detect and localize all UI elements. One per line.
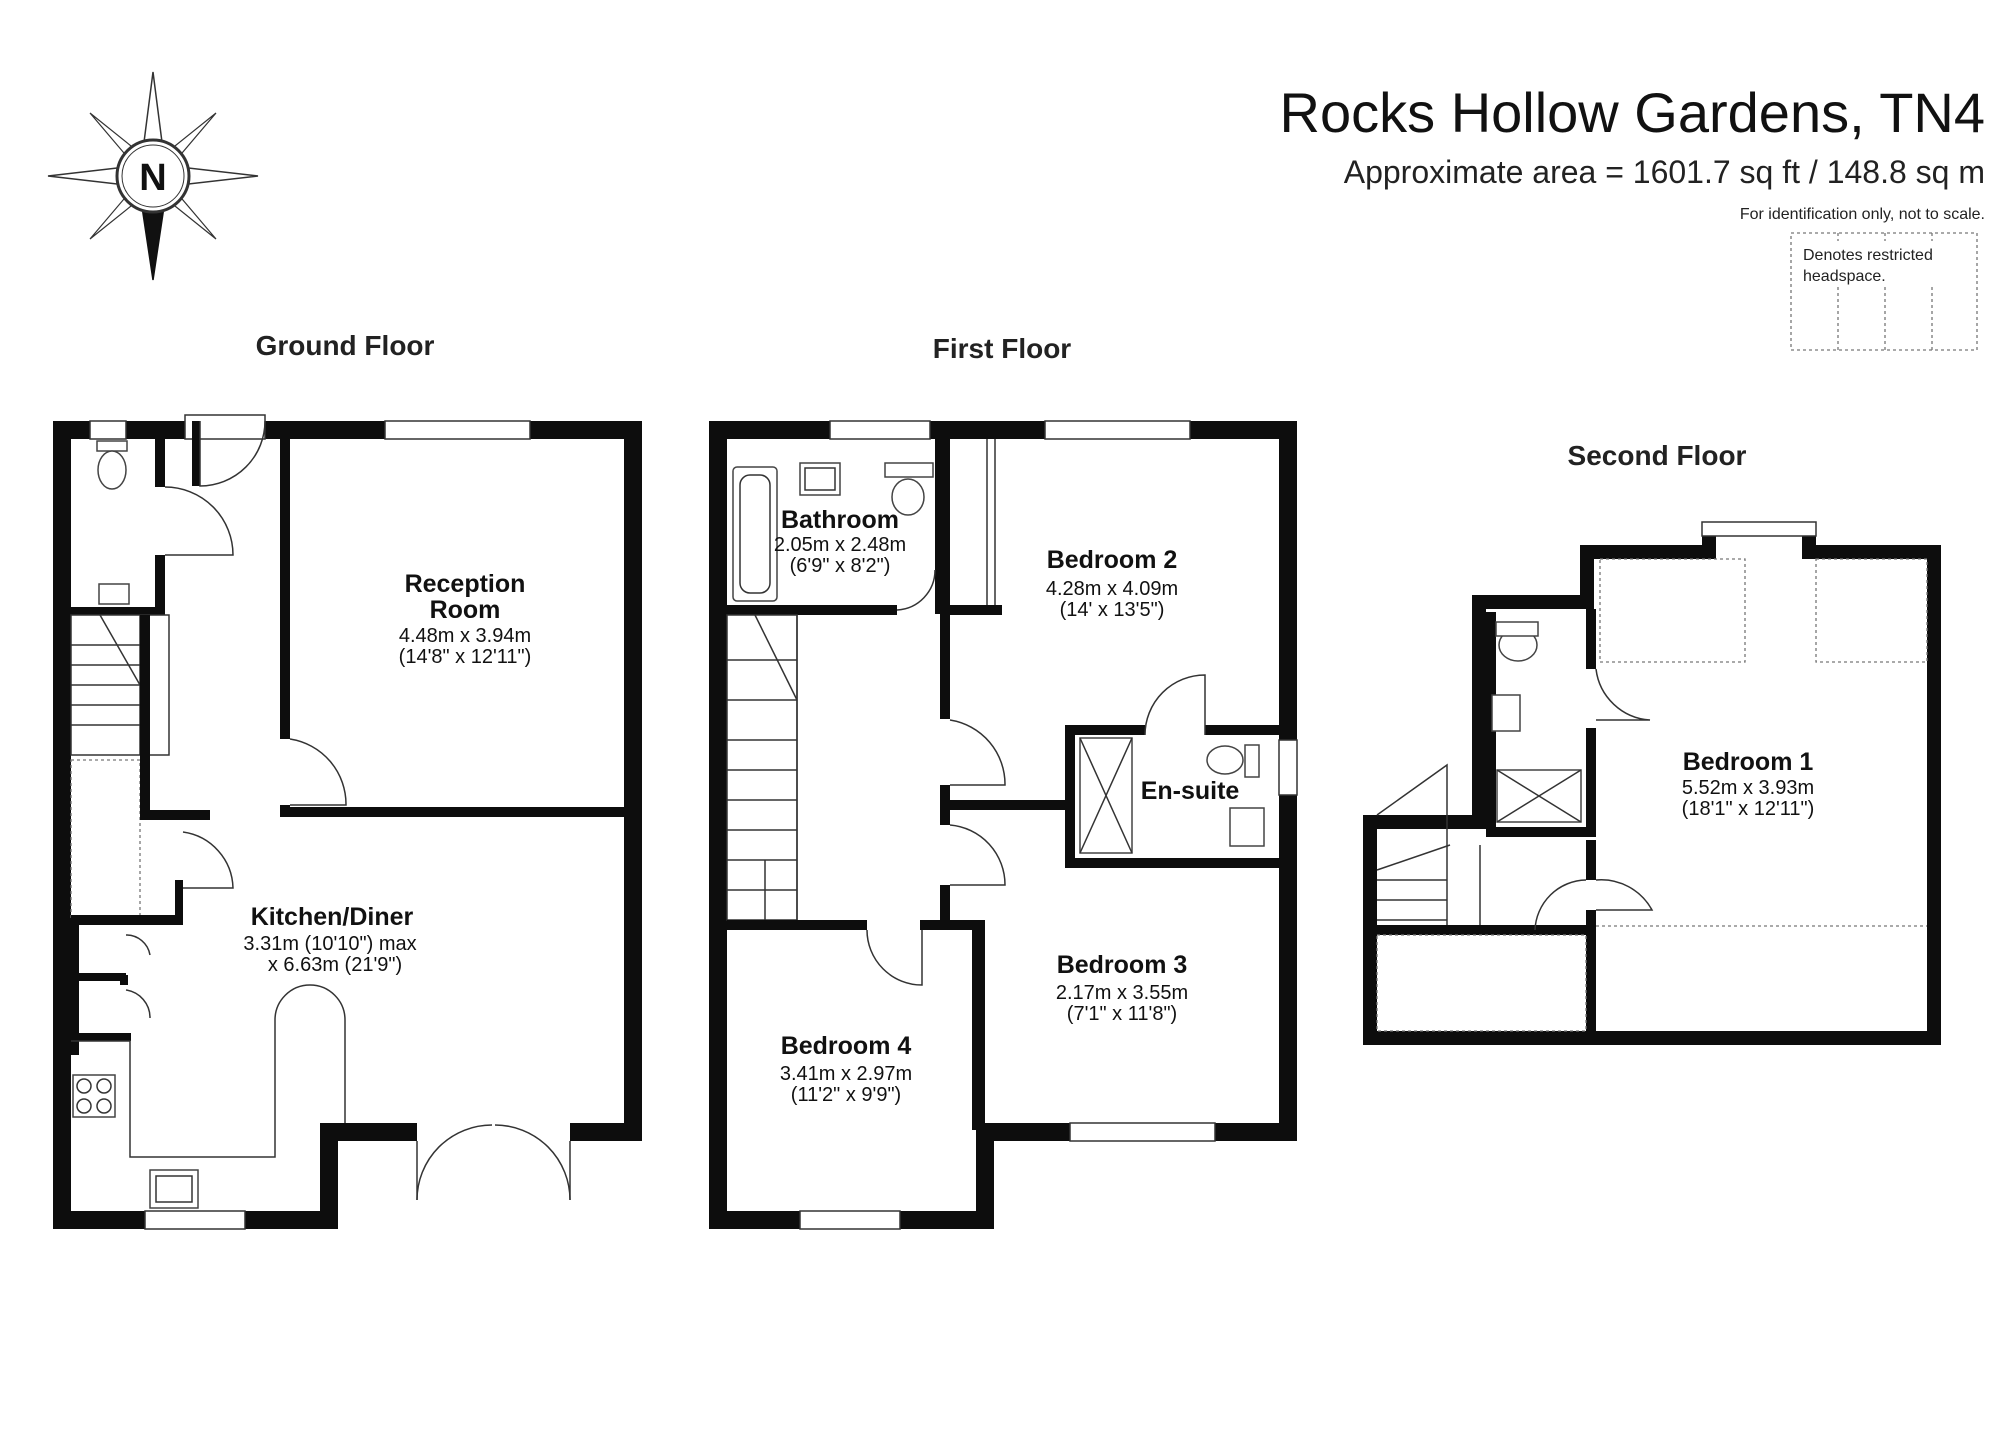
- first-floor-stairs: [726, 614, 798, 921]
- bedroom-3-name: Bedroom 3: [1057, 951, 1188, 979]
- reception-room-dimensions-imperial: (14'8" x 12'11"): [399, 646, 532, 668]
- bathroom-name: Bathroom: [781, 506, 899, 534]
- bedroom-2-dimensions-imperial: (14' x 13'5"): [1060, 599, 1165, 621]
- compass-rose-icon: N: [47, 71, 259, 281]
- bathroom-dimensions-metric: 2.05m x 2.48m: [774, 534, 906, 556]
- bedroom-3-dimensions-metric: 2.17m x 3.55m: [1056, 982, 1188, 1004]
- compass-north-label: N: [139, 157, 166, 199]
- restricted-headspace-legend: Denotes restricted headspace.: [1790, 232, 1978, 351]
- reception-room-dimensions-metric: 4.48m x 3.94m: [399, 625, 531, 647]
- first-floor-plan: First Floor: [709, 333, 1298, 1230]
- ground-floor-title: Ground Floor: [256, 330, 435, 361]
- reception-room-name-line1: Reception: [405, 570, 526, 598]
- reception-room-name-line2: Room: [430, 596, 501, 624]
- second-floor-plan: Second Floor: [1363, 440, 1941, 1045]
- second-floor-stairs: [1376, 763, 1481, 925]
- bedroom-1-dimensions-metric: 5.52m x 3.93m: [1682, 777, 1814, 799]
- bathroom-dimensions-imperial: (6'9" x 8'2"): [790, 555, 891, 577]
- kitchen-diner-dimensions-line2: x 6.63m (21'9"): [268, 954, 402, 976]
- bedroom-1-dimensions-imperial: (18'1" x 12'11"): [1682, 798, 1815, 820]
- kitchen-diner-dimensions-line1: 3.31m (10'10") max: [243, 933, 416, 955]
- property-title: Rocks Hollow Gardens, TN4: [1280, 81, 1985, 144]
- second-floor-title: Second Floor: [1568, 440, 1747, 471]
- ground-floor-stairs: [70, 614, 170, 756]
- approximate-area: Approximate area = 1601.7 sq ft / 148.8 …: [1344, 154, 1985, 190]
- bedroom-4-name: Bedroom 4: [781, 1032, 912, 1060]
- legend-text-line1: Denotes restricted: [1803, 247, 1933, 264]
- first-floor-title: First Floor: [933, 333, 1072, 364]
- bedroom-2-dimensions-metric: 4.28m x 4.09m: [1046, 578, 1178, 600]
- en-suite-name: En-suite: [1141, 777, 1240, 805]
- bedroom-2-name: Bedroom 2: [1047, 546, 1178, 574]
- bedroom-4-dimensions-metric: 3.41m x 2.97m: [780, 1063, 912, 1085]
- ground-floor-plan: Ground Floor: [53, 330, 642, 1230]
- kitchen-diner-name: Kitchen/Diner: [251, 903, 414, 931]
- bedroom-3-dimensions-imperial: (7'1" x 11'8"): [1067, 1003, 1177, 1025]
- legend-text-line2: headspace.: [1803, 268, 1886, 285]
- disclaimer: For identification only, not to scale.: [1740, 206, 1985, 223]
- bedroom-1-name: Bedroom 1: [1683, 748, 1814, 776]
- bedroom-4-dimensions-imperial: (11'2" x 9'9"): [791, 1084, 901, 1106]
